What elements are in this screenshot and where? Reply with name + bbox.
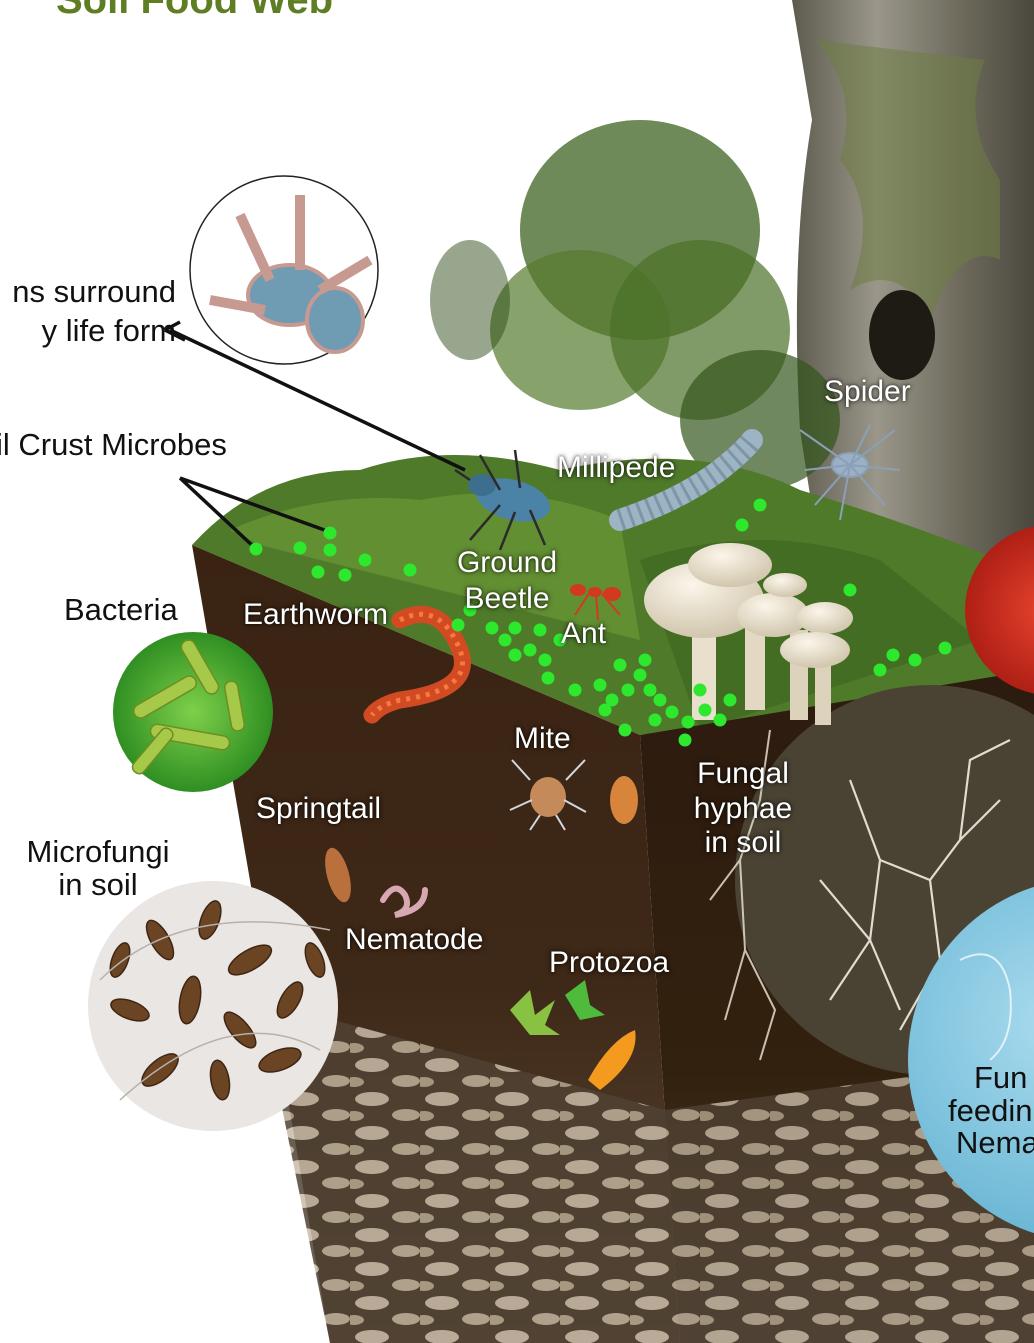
- microbe-dot: [509, 622, 522, 635]
- microbe-dot: [724, 694, 737, 707]
- microbe-dot: [682, 716, 695, 729]
- microbe-dot: [294, 542, 307, 555]
- page-title: Soil Food Web: [56, 0, 333, 23]
- microbe-dot: [250, 543, 263, 556]
- protozoa-label: Protozoa: [549, 947, 669, 979]
- surround-line-2: y life form: [0, 315, 176, 348]
- microbe-dot: [874, 664, 887, 677]
- microbe-dot: [887, 649, 900, 662]
- microbe-dot: [694, 684, 707, 697]
- millipede-label: Millipede: [557, 452, 675, 484]
- ground-beetle-line-1: Ground: [448, 547, 566, 579]
- microbe-dot: [939, 642, 952, 655]
- microbe-dot: [524, 644, 537, 657]
- microfungi-label: Microfungi in soil: [16, 836, 180, 901]
- microbe-dot: [404, 564, 417, 577]
- bacteria-label: Bacteria: [64, 594, 178, 627]
- microbe-dot: [754, 499, 767, 512]
- fungal-hyphae-line-3: in soil: [686, 827, 800, 859]
- microbe-dot: [569, 684, 582, 697]
- microbe-dot: [649, 714, 662, 727]
- ant-label: Ant: [561, 618, 606, 650]
- microbe-dot: [622, 684, 635, 697]
- mite-label: Mite: [514, 723, 571, 755]
- microbe-dot: [666, 706, 679, 719]
- microbe-dot: [452, 619, 465, 632]
- earthworm-label: Earthworm: [243, 599, 388, 631]
- microbe-dot: [324, 544, 337, 557]
- microbe-dot: [644, 684, 657, 697]
- microbe-dot: [534, 624, 547, 637]
- microbe-dot: [736, 519, 749, 532]
- soil-crust-label: il Crust Microbes: [0, 429, 227, 462]
- microbe-dot: [634, 669, 647, 682]
- fungal-feeding-line-2: feedin: [948, 1095, 1034, 1128]
- nematode-label: Nematode: [345, 924, 483, 956]
- tree-hollow: [869, 290, 935, 380]
- microbe-dot: [509, 649, 522, 662]
- surround-callout-label: ns surround y life form: [0, 276, 176, 347]
- spider-label: Spider: [824, 376, 911, 408]
- fungal-feeding-line-3: Nema: [948, 1127, 1034, 1160]
- ground-beetle-label: Ground Beetle: [448, 547, 566, 614]
- microbe-dot: [714, 714, 727, 727]
- microbe-dot: [654, 694, 667, 707]
- microbe-dot: [312, 566, 325, 579]
- fungal-hyphae-label: Fungal hyphae in soil: [686, 758, 800, 859]
- fungal-hyphae-line-2: hyphae: [686, 793, 800, 825]
- microbe-dot: [324, 527, 337, 540]
- microbe-dot: [844, 584, 857, 597]
- microbe-dot: [499, 634, 512, 647]
- microbe-dot: [359, 554, 372, 567]
- microbe-dot: [699, 704, 712, 717]
- microbe-dot: [619, 724, 632, 737]
- microbe-dot: [539, 654, 552, 667]
- microbe-dot: [594, 679, 607, 692]
- microbe-dot: [614, 659, 627, 672]
- springtail-label: Springtail: [256, 793, 381, 825]
- fungal-feeding-line-1: Fun: [948, 1062, 1034, 1095]
- microbe-dot: [679, 734, 692, 747]
- microbe-dot: [339, 569, 352, 582]
- microbe-dot: [542, 672, 555, 685]
- microbe-dot: [599, 704, 612, 717]
- mite-figure-2: [610, 776, 638, 824]
- fungal-hyphae-line-1: Fungal: [686, 758, 800, 790]
- microbe-dot: [486, 622, 499, 635]
- surround-line-1: ns surround: [0, 276, 176, 309]
- microfungi-line-1: Microfungi: [16, 836, 180, 869]
- microfungi-line-2: in soil: [16, 869, 180, 902]
- fungal-feeding-nematode-label: Fun feedin Nema: [948, 1062, 1034, 1160]
- background-plants: [430, 120, 840, 490]
- microbe-dot: [909, 654, 922, 667]
- microbe-dot: [639, 654, 652, 667]
- ground-beetle-line-2: Beetle: [448, 583, 566, 615]
